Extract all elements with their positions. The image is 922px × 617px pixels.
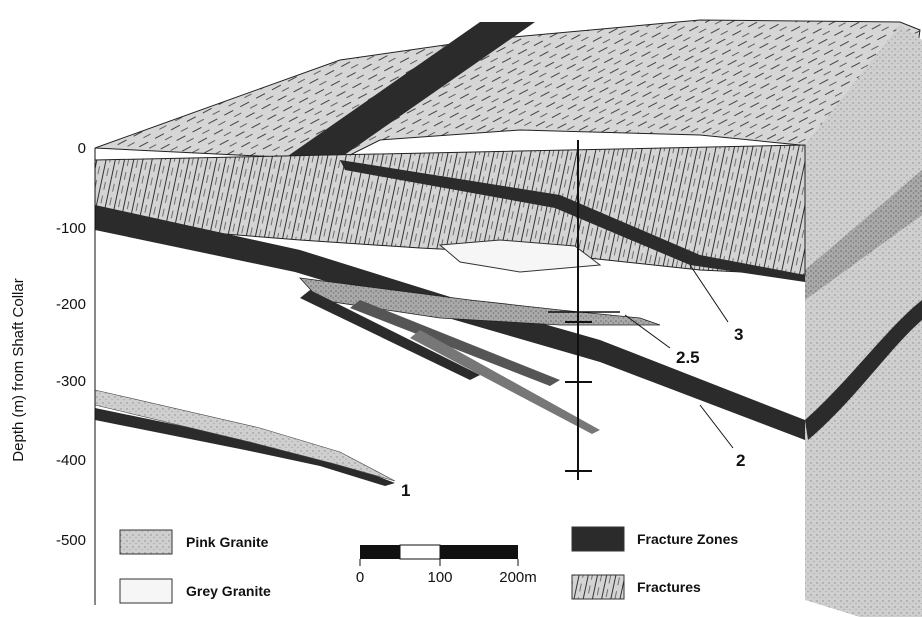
depth-ticks: 0 -100 -200 -300 -400 -500	[56, 140, 86, 549]
legend-label-pink-granite: Pink Granite	[186, 534, 269, 550]
leader-line-zone-2-5	[625, 315, 670, 348]
legend-label-fractures: Fractures	[637, 579, 701, 595]
legend-swatch-fractures	[572, 575, 624, 599]
zone-label-2-5: 2.5	[676, 348, 700, 367]
fracture-zone-1-halo	[95, 390, 395, 481]
scale-bar-label-0: 0	[356, 569, 364, 586]
zone-label-2: 2	[736, 451, 745, 470]
scale-bar-label-200m: 200m	[499, 569, 537, 586]
legend: Pink Granite Grey Granite Fracture Zones…	[120, 527, 738, 603]
tick-label-minus-300: -300	[56, 373, 86, 390]
tick-label-minus-400: -400	[56, 452, 86, 469]
legend-swatch-pink-granite	[120, 530, 172, 554]
depth-axis-label: Depth (m) from Shaft Collar	[10, 278, 27, 461]
tick-label-minus-500: -500	[56, 532, 86, 549]
scale-bar: 0 100 200m	[356, 545, 537, 586]
legend-swatch-fracture-zones	[572, 527, 624, 551]
zone-label-1: 1	[401, 481, 410, 500]
scale-bar-segment-1	[360, 545, 400, 559]
fracture-zone-1	[95, 408, 395, 486]
legend-swatch-grey-granite	[120, 579, 172, 603]
tick-label-minus-200: -200	[56, 296, 86, 313]
tick-label-0: 0	[78, 140, 86, 157]
legend-label-grey-granite: Grey Granite	[186, 583, 271, 599]
legend-label-fracture-zones: Fracture Zones	[637, 531, 738, 547]
scale-bar-label-100: 100	[427, 569, 452, 586]
tick-label-minus-100: -100	[56, 220, 86, 237]
leader-line-zone-3	[690, 265, 728, 322]
scale-bar-segment-3	[440, 545, 518, 559]
scale-bar-segment-2	[400, 545, 440, 559]
zone-label-3: 3	[734, 325, 743, 344]
leader-line-zone-2	[700, 405, 733, 448]
